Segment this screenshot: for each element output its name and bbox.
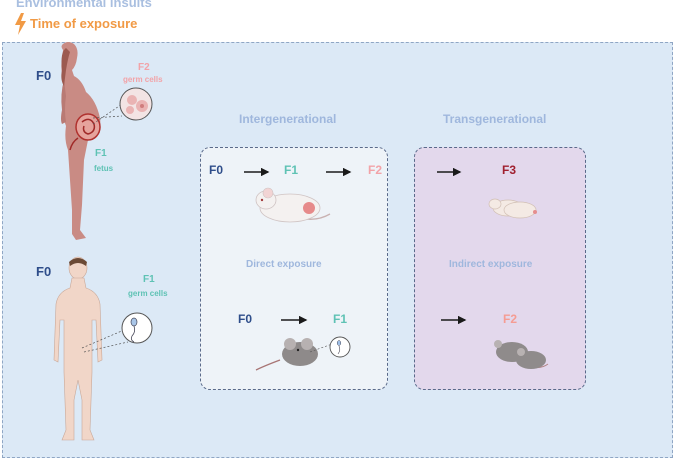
male-f0-label: F0 — [36, 264, 52, 279]
fetus-icon — [69, 113, 101, 151]
lightning-icon — [15, 13, 26, 35]
inter-top-f1-label: F1 — [284, 163, 299, 177]
f3-pups-icon — [488, 198, 537, 219]
female-f2-label: F2 — [138, 62, 150, 73]
germ-cells-zoom-icon — [92, 87, 153, 125]
male-f1-label: F1 — [143, 274, 155, 285]
pregnant-mouse-icon — [255, 187, 331, 223]
environmental-insults-label: Environmental insults — [16, 0, 152, 10]
direct-exposure-label: Direct exposure — [246, 259, 322, 270]
inter-bottom-f0-label: F0 — [238, 312, 253, 326]
male-f1-sub-label: germ cells — [128, 289, 168, 298]
mouse-sperm-zoom-icon — [309, 336, 351, 358]
pregnant-woman-figure — [61, 42, 101, 240]
female-f1-label: F1 — [95, 148, 107, 159]
trans-f3-label: F3 — [502, 163, 517, 177]
trans-f2-label: F2 — [503, 312, 518, 326]
female-f1-sub-label: fetus — [94, 164, 114, 173]
f2-gray-mice-icon — [494, 340, 549, 369]
female-f0-label: F0 — [36, 68, 52, 83]
inter-bottom-f1-label: F1 — [333, 312, 348, 326]
man-hair-icon — [69, 258, 87, 266]
transgenerational-heading: Transgenerational — [443, 112, 547, 126]
female-f2-sub-label: germ cells — [123, 75, 163, 84]
inter-top-f0-label: F0 — [209, 163, 224, 177]
inter-top-f2-label: F2 — [368, 163, 383, 177]
sperm-zoom-icon — [81, 312, 153, 353]
intergenerational-heading: Intergenerational — [239, 112, 337, 126]
gray-mouse-icon — [255, 338, 318, 371]
time-of-exposure-label: Time of exposure — [30, 16, 138, 31]
indirect-exposure-label: Indirect exposure — [449, 259, 533, 270]
